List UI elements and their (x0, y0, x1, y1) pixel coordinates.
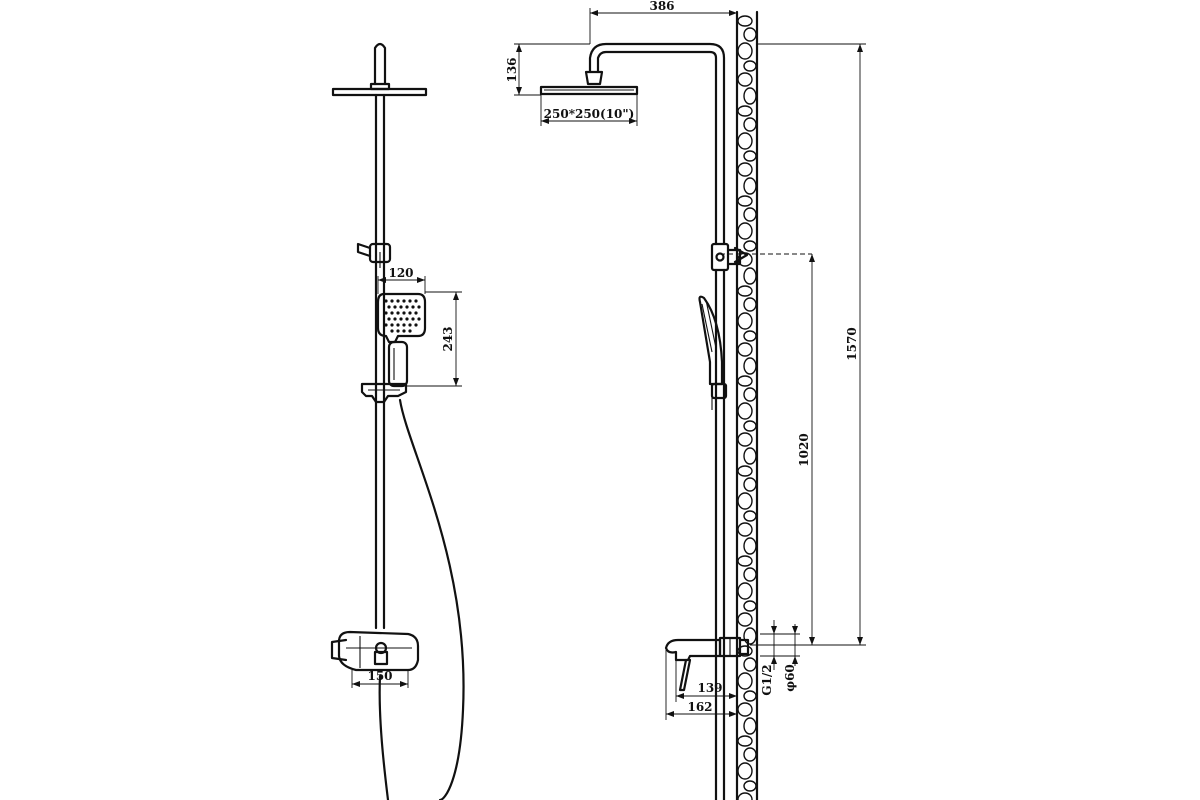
wall-stone (743, 747, 757, 762)
wall-stone (737, 285, 753, 297)
wall-stone (743, 60, 757, 72)
wall-stone (743, 267, 757, 285)
front-view: 120 243 150 (330, 42, 465, 800)
wall-stone (743, 567, 757, 582)
dim-total-height: 1570 (750, 43, 866, 646)
wall-stone (743, 780, 757, 792)
dim-label-243: 243 (441, 326, 455, 351)
wall-stone (743, 657, 757, 672)
wall-stone (737, 132, 753, 150)
wall-stone (743, 330, 757, 342)
dim-label-386: 386 (649, 0, 674, 13)
wall-stone (743, 600, 757, 612)
wall-stone (743, 177, 757, 195)
wall-stone (737, 105, 753, 117)
wall-stone (737, 555, 753, 567)
wall-stone (743, 240, 757, 252)
dim-label-150: 150 (367, 669, 392, 683)
wall-stone (743, 627, 757, 645)
wall-stone (737, 15, 753, 27)
hand-shower-spray-nozzles (384, 299, 421, 333)
wall-stone (743, 207, 757, 222)
wall-stone (743, 477, 757, 492)
dim-spout-projection: 139 (675, 660, 737, 702)
hand-shower-side (698, 295, 728, 410)
wall-stone (737, 672, 753, 690)
shower-arm-outer (588, 42, 726, 246)
wall-stone (737, 72, 753, 87)
wall-stone (737, 762, 753, 780)
dim-arm-reach: 386 (589, 0, 737, 44)
wall-stone (743, 447, 757, 465)
wall-stone (737, 195, 753, 207)
wall-stone (743, 27, 757, 42)
slide-holder (360, 382, 408, 404)
wall-stone (737, 312, 753, 330)
wall-stone (743, 150, 757, 162)
side-view: 386 136 250*250(10") 1570 (505, 0, 866, 800)
dim-mixer-width: 150 (351, 669, 409, 688)
dim-label-1570: 1570 (845, 327, 859, 360)
rail-top-cap (373, 42, 387, 86)
wall-stone (737, 735, 753, 747)
dim-inlet-thread: G1/2 (760, 620, 800, 696)
dim-head-size: 250*250(10") (540, 94, 638, 126)
wall-stone (737, 465, 753, 477)
wall-stone (737, 702, 753, 717)
wall-stone (737, 375, 753, 387)
wall-stone (743, 537, 757, 555)
dim-head-drop: 136 (505, 43, 590, 96)
wall-stone (737, 222, 753, 240)
dim-label-1020: 1020 (797, 433, 811, 466)
wall-stone (737, 432, 753, 447)
wall-stone (743, 717, 757, 735)
dim-label-139: 139 (697, 681, 722, 695)
mixer-body (330, 630, 420, 672)
wall-stone (737, 162, 753, 177)
wall-stone (737, 342, 753, 357)
wall-stone (743, 510, 757, 522)
wall-stone (737, 792, 753, 800)
dim-label-g12: G1/2 (760, 664, 774, 695)
dim-label-phi60: φ60 (783, 664, 797, 692)
wall-stone (743, 297, 757, 312)
wall-stone (743, 420, 757, 432)
dim-slider-to-mixer: 1020 (797, 254, 815, 645)
wall-stone (743, 690, 757, 702)
dim-label-136: 136 (505, 57, 519, 82)
dim-hand-shower-height: 243 (407, 291, 462, 387)
wall-stone (737, 612, 753, 627)
wall-stone (737, 582, 753, 600)
mixer-side (664, 636, 750, 692)
wall-section (735, 10, 759, 800)
dim-label-162: 162 (687, 700, 712, 714)
hand-shower (376, 292, 427, 388)
wall-stone (743, 357, 757, 375)
overhead-rain-head (331, 82, 428, 97)
wall-stone (737, 402, 753, 420)
shower-arm-inner (596, 50, 718, 246)
upper-wall-bracket (710, 242, 749, 272)
wall-stone (737, 492, 753, 510)
dim-mixer-projection: 162 (665, 650, 737, 720)
dim-hand-shower-width: 120 (377, 266, 426, 294)
hose-connector (378, 674, 390, 800)
wall-stone (743, 87, 757, 105)
rail-junction (356, 242, 392, 268)
rain-head-side (539, 70, 639, 96)
shower-hose (398, 398, 465, 800)
wall-stone (743, 387, 757, 402)
wall-stone (743, 117, 757, 132)
wall-stone (737, 522, 753, 537)
dim-label-120: 120 (388, 266, 413, 280)
wall-stone (737, 42, 753, 60)
dim-label-head-size: 250*250(10") (544, 107, 635, 121)
dim-escutcheon-diameter: φ60 (783, 624, 798, 692)
